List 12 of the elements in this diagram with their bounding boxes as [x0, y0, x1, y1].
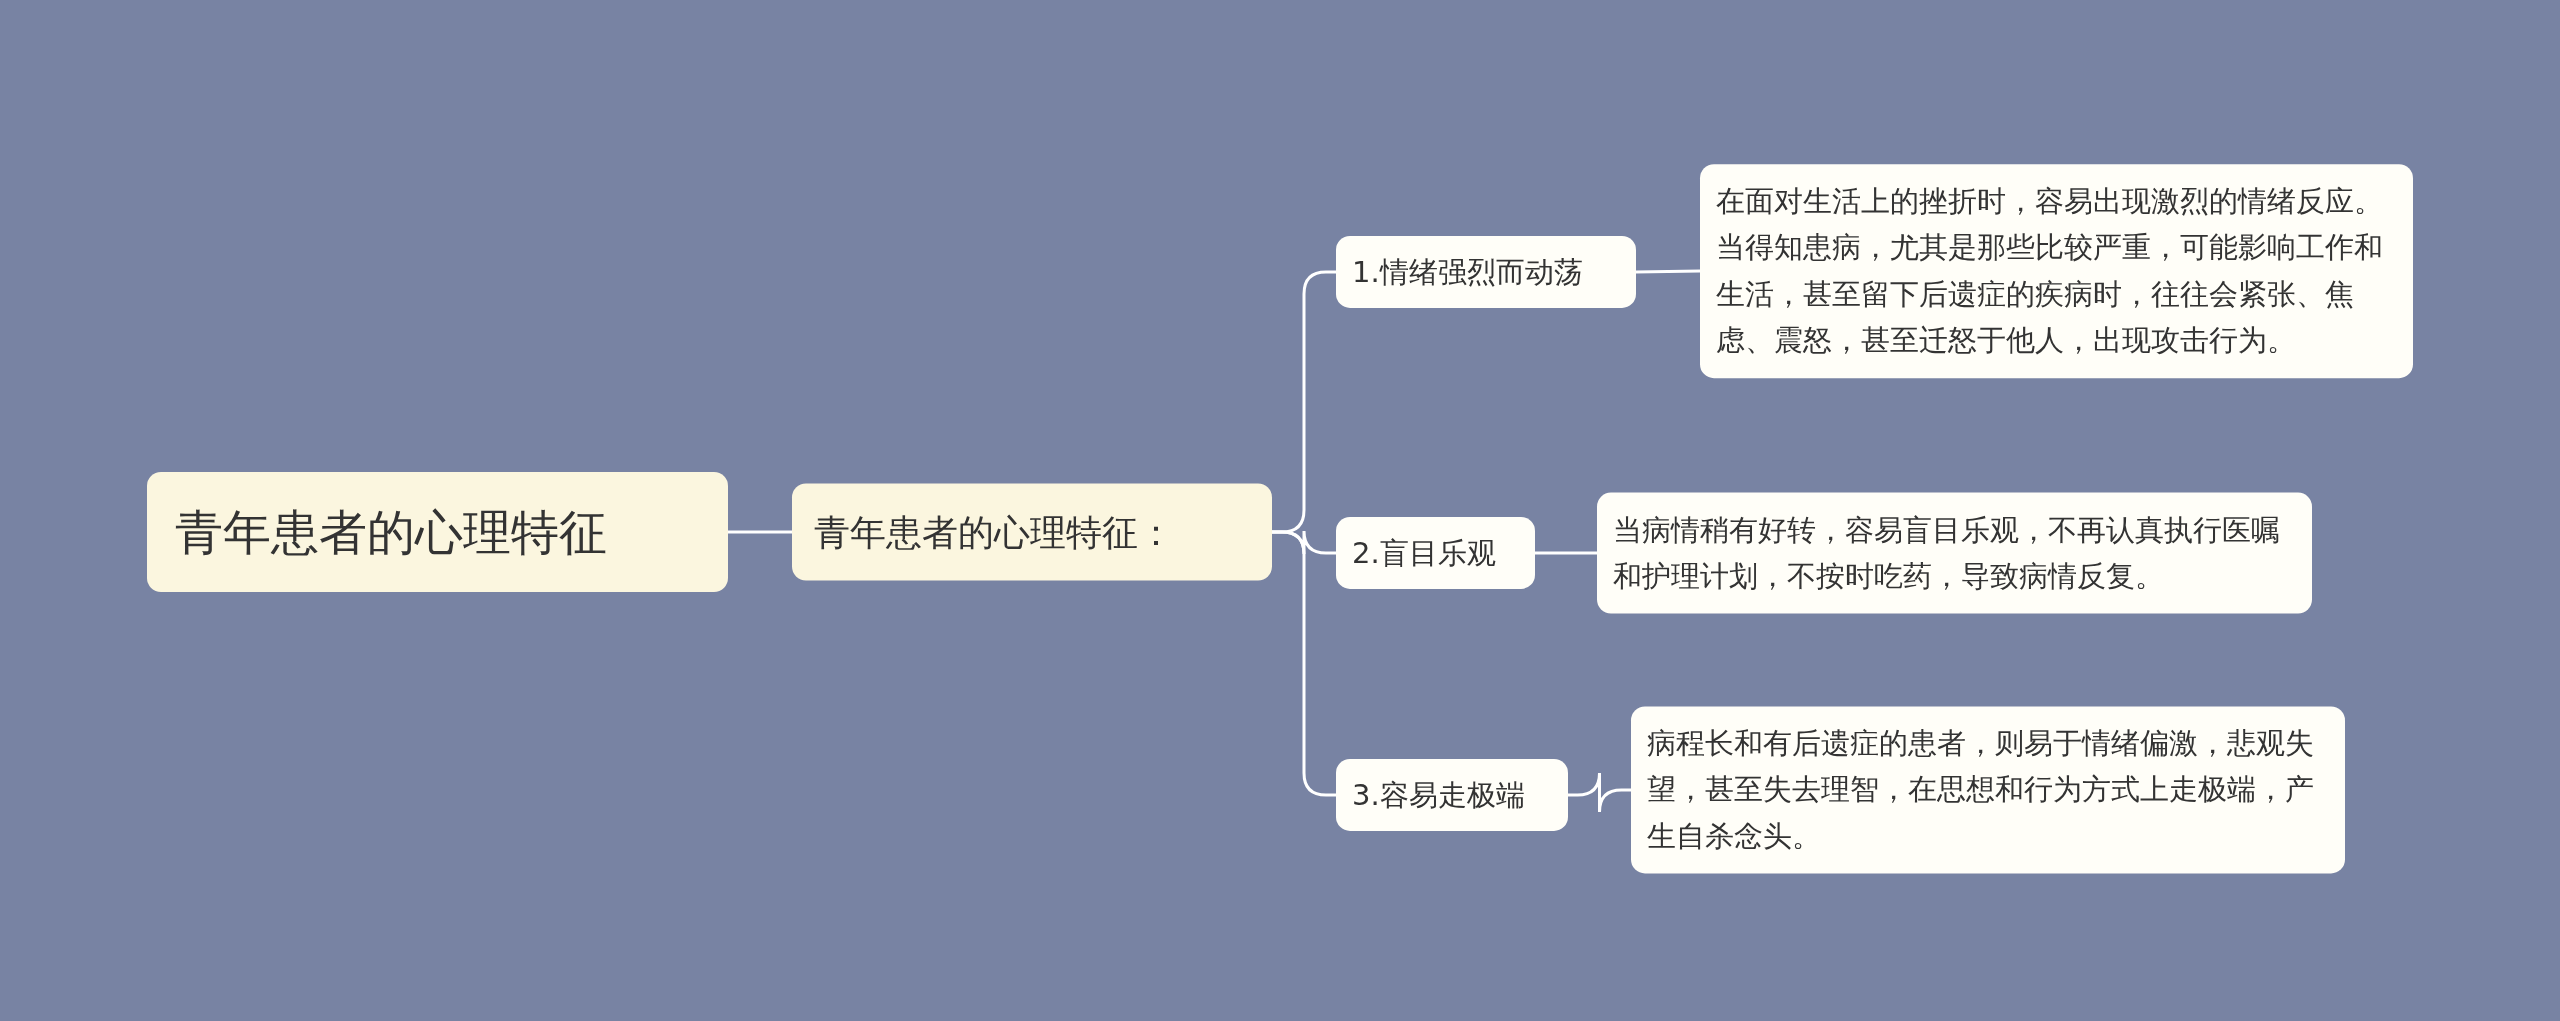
- connector-line: [728, 530, 792, 534]
- connector-line: [1568, 771, 1631, 814]
- connector-line: [1635, 269, 1701, 274]
- connector-line: [1535, 551, 1597, 555]
- branch-box: 2.盲目乐观: [1336, 516, 1535, 590]
- branch-box: 3.容易走极端: [1336, 758, 1568, 832]
- subtopic-box: 青年患者的心理特征：: [792, 483, 1272, 581]
- note-box: 当病情稍有好转，容易盲目乐观，不再认真执行医嘱和护理计划，不按时吃药，导致病情反复。: [1597, 492, 2312, 614]
- branch-box: 1.情绪强烈而动荡: [1336, 235, 1636, 309]
- note-box: 在面对生活上的挫折时，容易出现激烈的情绪反应。当得知患病，尤其是那些比较严重，可能影响工作和生活，甚至留下后遗症的疾病时，往往会紧张、焦虑、震怒，甚至迁怒于他人，出现攻击行为。: [1700, 164, 2413, 378]
- note-box: 病程长和有后遗症的患者，则易于情绪偏激，悲观失望，甚至失去理智，在思想和行为方式上走极端，产生自杀念头。: [1631, 706, 2345, 874]
- topic-box: 青年患者的心理特征: [147, 472, 728, 592]
